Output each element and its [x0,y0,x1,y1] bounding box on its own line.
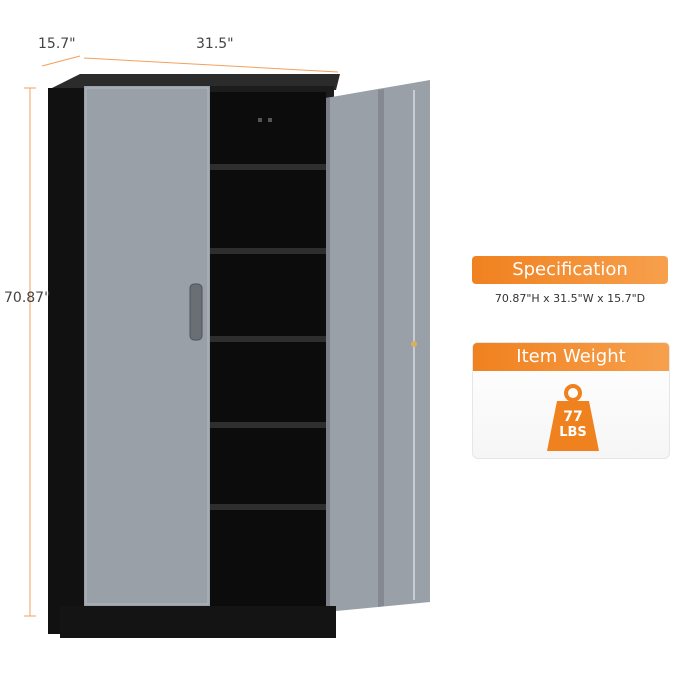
weight-unit: LBS [559,425,587,440]
specification-text: 70.87"H x 31.5"W x 15.7"D [494,292,646,305]
weight-value: 77 [563,409,583,425]
left-door [84,86,210,606]
cabinet-interior [210,92,326,612]
door-handle [189,283,203,341]
item-weight-title: Item Weight [473,343,669,371]
weight-icon: 77 LBS [547,381,599,451]
cabinet-base [60,606,336,638]
cabinet-side [48,88,86,634]
depth-label: 15.7" [38,36,76,52]
specification-title: Specification [472,256,668,284]
height-label: 70.87" [4,290,51,306]
shelves [210,164,326,510]
dimension-lines [24,55,339,617]
item-weight-card: Item Weight 77 LBS [472,342,670,459]
width-label: 31.5" [196,36,234,52]
specification-card: Specification 70.87"H x 31.5"W x 15.7"D [472,256,668,305]
